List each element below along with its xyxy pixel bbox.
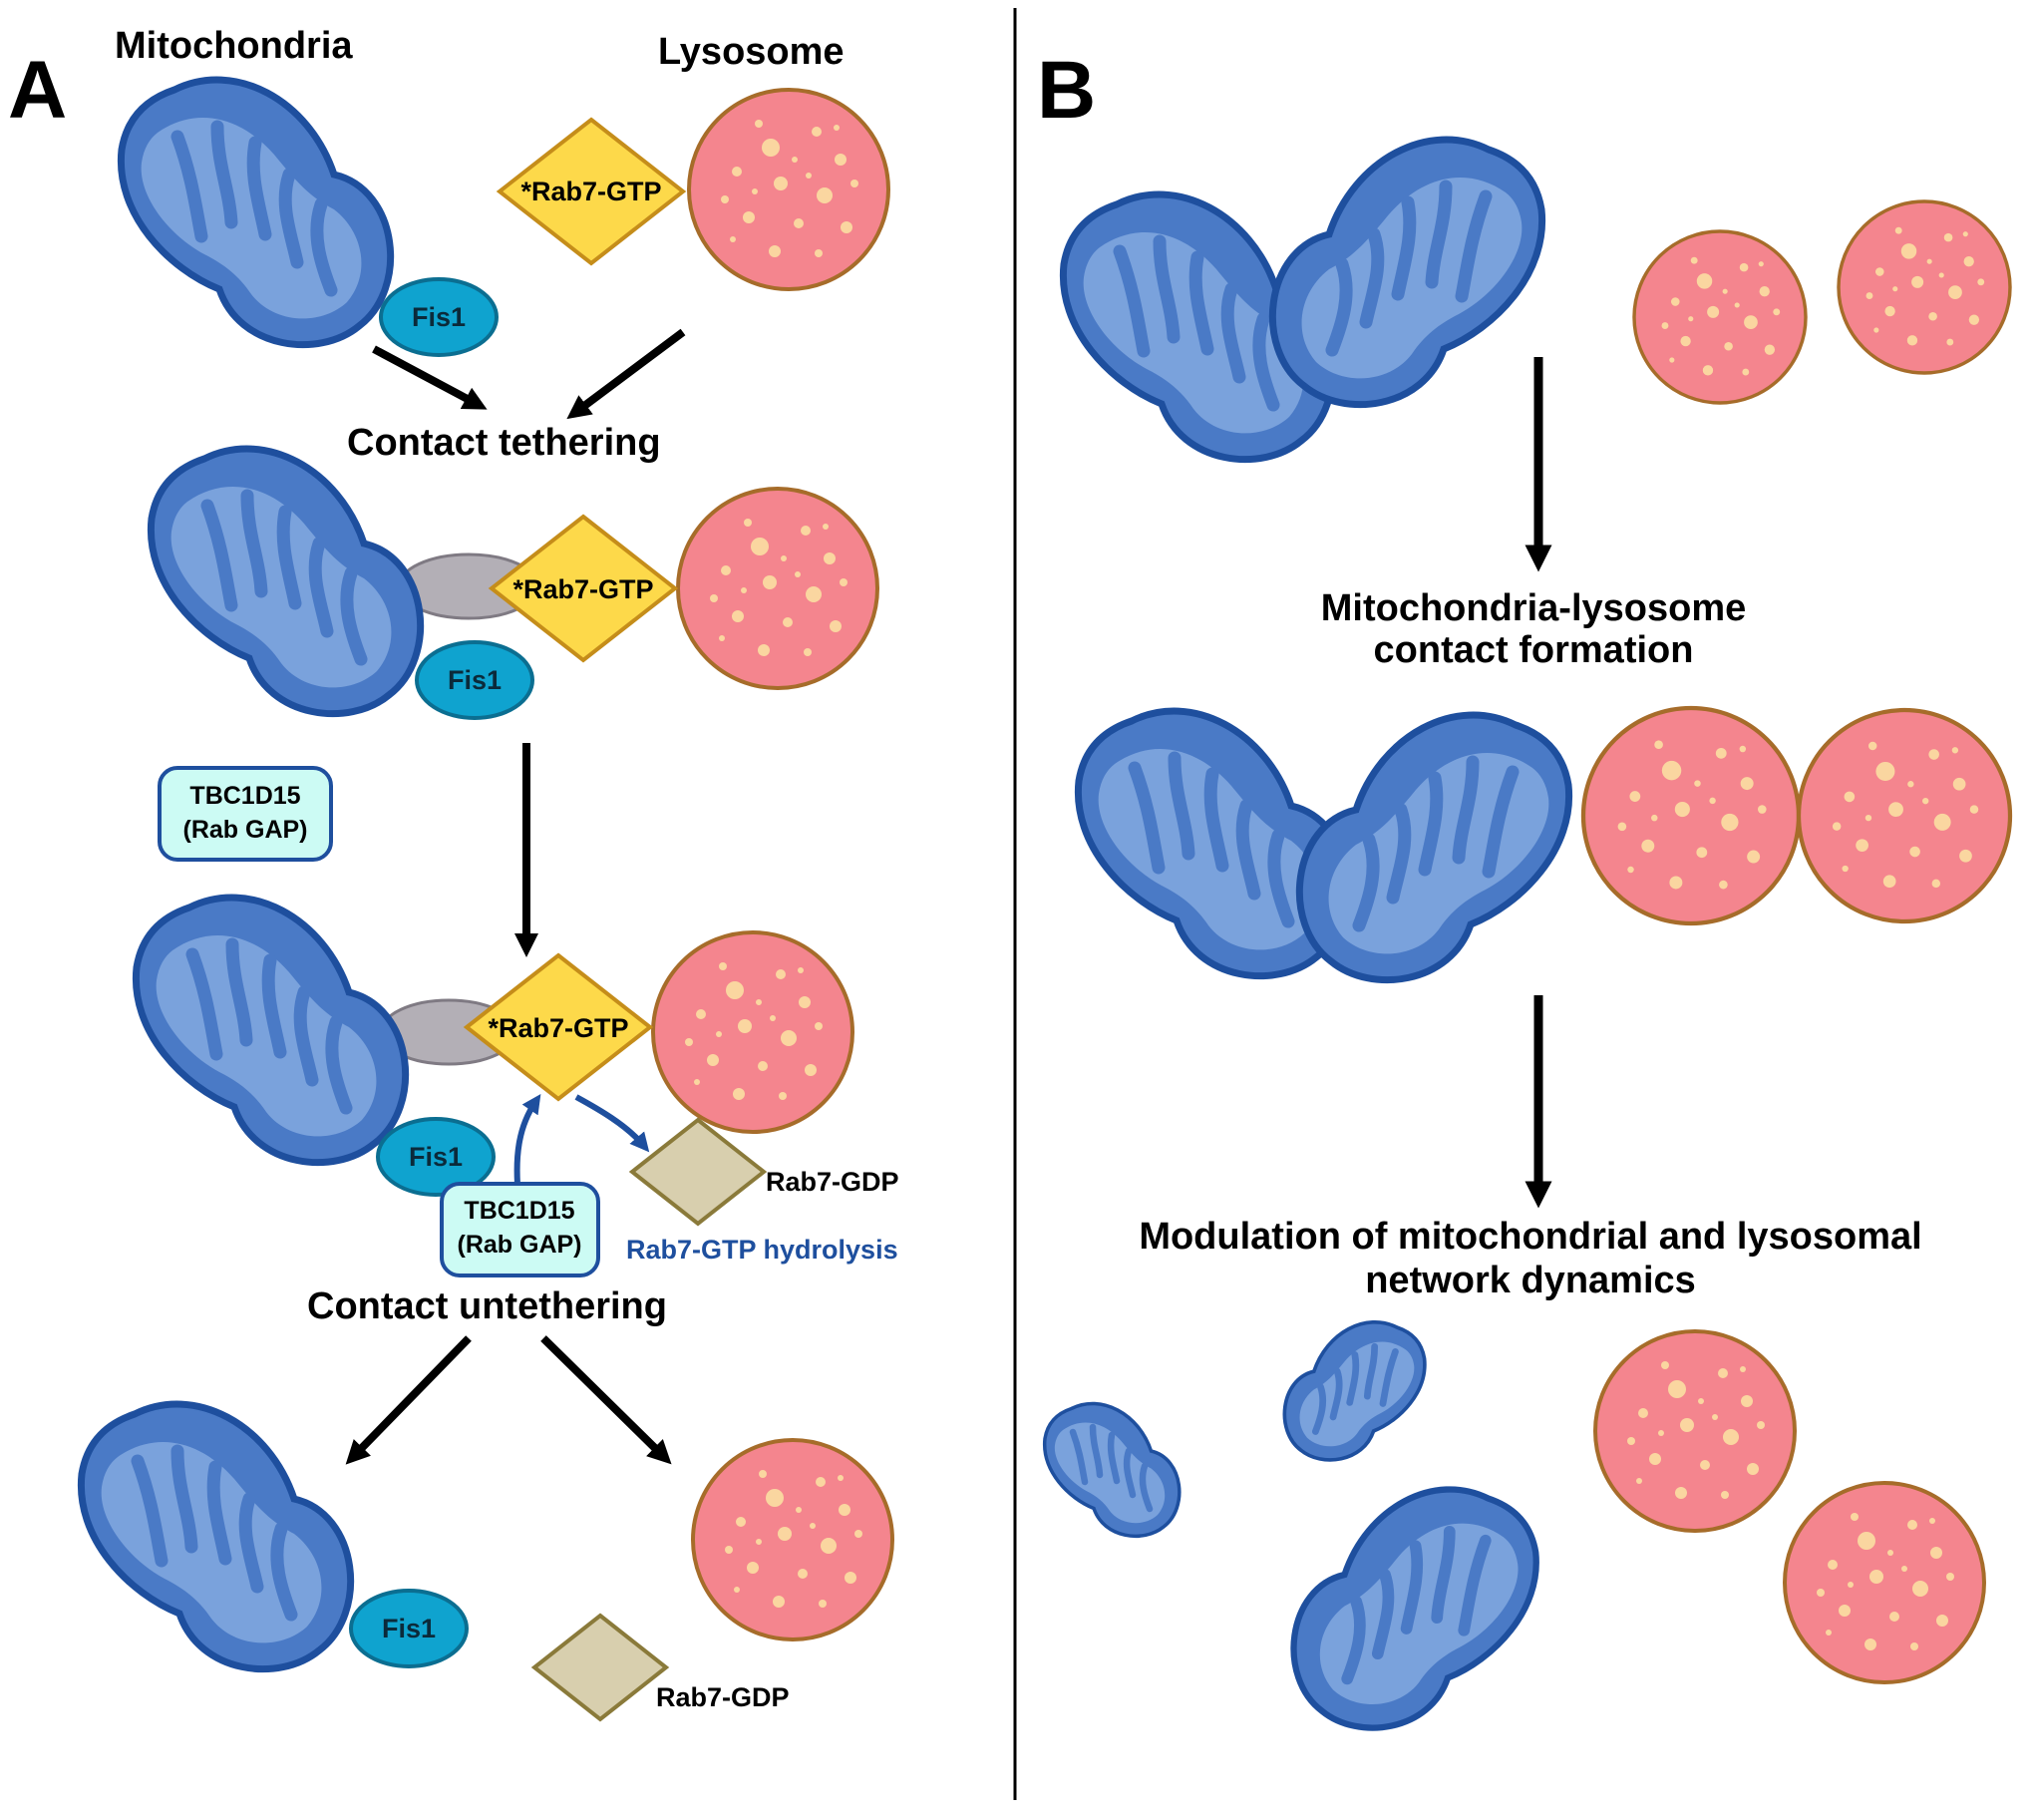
rab7-gdp-label-a4: Rab7-GDP bbox=[656, 1682, 790, 1712]
fis1-label-a1: Fis1 bbox=[412, 302, 466, 332]
fis1-label-a4: Fis1 bbox=[382, 1614, 436, 1643]
tbc1d15-box-a2 bbox=[158, 766, 333, 862]
mitochondrion-b3-small-left bbox=[1045, 1403, 1180, 1536]
rab7-gdp-label-a3: Rab7-GDP bbox=[766, 1167, 899, 1197]
mitochondrion-b3-large bbox=[1294, 1489, 1536, 1727]
hydrolysis-label: Rab7-GTP hydrolysis bbox=[626, 1235, 898, 1265]
modulation-label-2: network dynamics bbox=[1365, 1260, 1696, 1301]
mitochondrion-b2-right bbox=[1299, 715, 1568, 980]
contact-formation-label-1: Mitochondria-lysosome bbox=[1321, 587, 1747, 629]
lysosome-label: Lysosome bbox=[658, 31, 845, 73]
lysosome-b2-right bbox=[1799, 710, 2010, 921]
mitochondrion-a2 bbox=[151, 449, 420, 714]
tbc1d15-label-a2: TBC1D15 bbox=[189, 782, 300, 810]
rab7-gtp-label-a2: *Rab7-GTP bbox=[512, 574, 653, 604]
modulation-label-1: Modulation of mitochondrial and lysosoma… bbox=[1139, 1216, 1921, 1258]
lysosome-b2-left bbox=[1583, 708, 1799, 923]
rab7-gdp-a3 bbox=[630, 1118, 766, 1226]
fis1-label-a3: Fis1 bbox=[409, 1142, 463, 1172]
mitochondrion-a1 bbox=[121, 80, 390, 345]
arrow-lyso-to-tethering bbox=[566, 328, 686, 420]
rab-gap-label-a3: (Rab GAP) bbox=[458, 1231, 582, 1259]
rab7-gtp-label-a3: *Rab7-GTP bbox=[488, 1013, 628, 1043]
rab7-gdp-a4 bbox=[532, 1614, 668, 1721]
arrow-gtp-to-gdp bbox=[574, 1094, 650, 1153]
rab7-gtp-label-a1: *Rab7-GTP bbox=[520, 177, 661, 206]
arrow-mito-to-tethering bbox=[372, 345, 488, 410]
contact-tethering-label: Contact tethering bbox=[347, 422, 661, 464]
lysosome-a2 bbox=[676, 487, 879, 690]
lysosome-b3-top bbox=[1593, 1329, 1797, 1533]
mitochondrion-a3 bbox=[136, 898, 405, 1163]
lysosome-a3 bbox=[651, 930, 854, 1134]
lysosome-b3-bottom bbox=[1783, 1481, 1986, 1684]
mitochondrion-b1-right bbox=[1272, 140, 1541, 405]
lysosome-b1-left bbox=[1632, 229, 1808, 405]
tbc1d15-label-a3: TBC1D15 bbox=[464, 1197, 574, 1225]
lysosome-a4 bbox=[691, 1438, 894, 1641]
panel-letter-a: A bbox=[8, 45, 67, 136]
lysosome-a1 bbox=[687, 88, 890, 291]
mitochondria-label: Mitochondria bbox=[115, 25, 353, 67]
mitochondrion-a4 bbox=[81, 1404, 350, 1669]
contact-untethering-label: Contact untethering bbox=[307, 1285, 667, 1327]
contact-formation-label-2: contact formation bbox=[1374, 629, 1694, 671]
rab-gap-label-a2: (Rab GAP) bbox=[183, 816, 308, 844]
arrow-untether-to-lyso bbox=[540, 1335, 672, 1465]
panel-letter-b: B bbox=[1037, 45, 1096, 136]
lysosome-b1-right bbox=[1837, 199, 2012, 375]
fis1-label-a2: Fis1 bbox=[448, 665, 502, 695]
arrow-untether-to-mito bbox=[345, 1335, 472, 1465]
mitochondrion-b3-small-right bbox=[1284, 1322, 1425, 1460]
tbc1d15-box-a3 bbox=[440, 1182, 600, 1277]
